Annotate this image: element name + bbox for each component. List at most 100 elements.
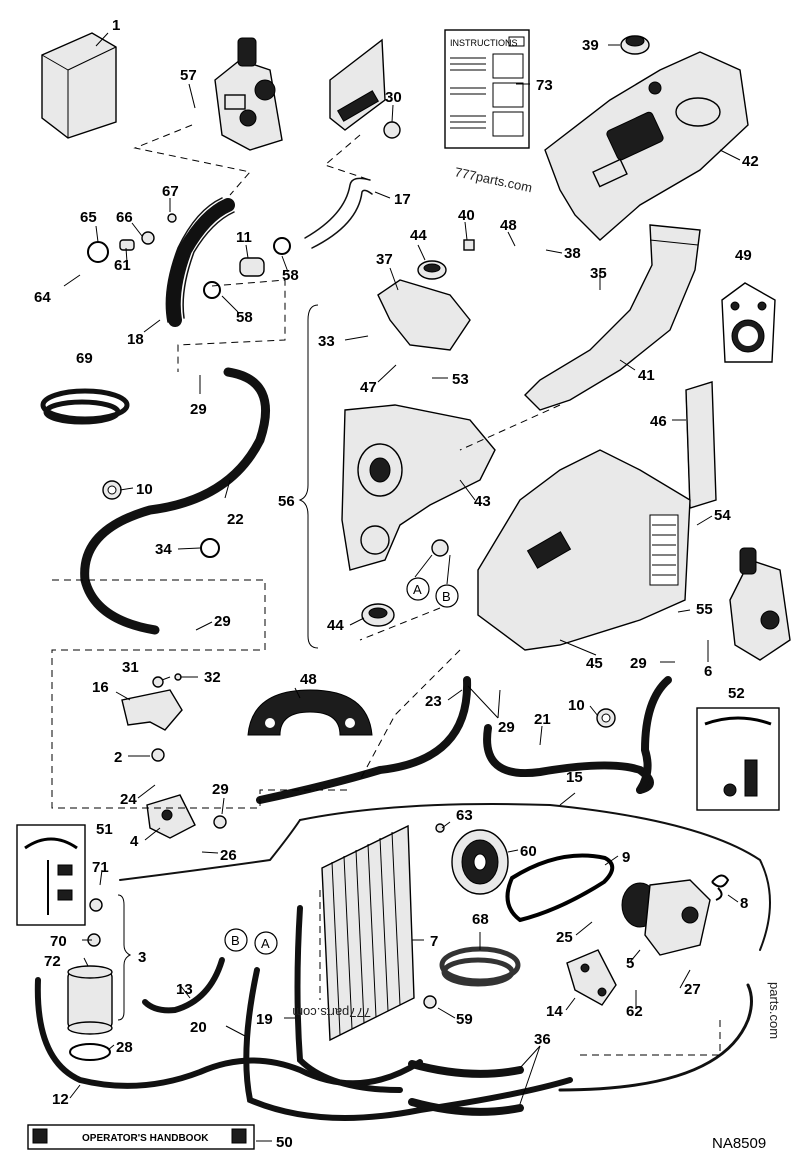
handbook-label: OPERATOR'S HANDBOOK [82, 1133, 209, 1144]
callout-61: 61 [114, 257, 131, 274]
part-console-panel [544, 51, 749, 241]
ref-a-upper: A [413, 582, 422, 597]
part-belt [505, 853, 615, 923]
callout-68: 68 [472, 911, 489, 928]
callout-44-upper: 44 [410, 227, 427, 244]
callout-48-decal: 48 [300, 671, 317, 688]
callout-48-upper: 48 [500, 217, 517, 234]
callout-9: 9 [622, 849, 630, 866]
callout-17: 17 [394, 191, 411, 208]
callout-67: 67 [162, 183, 179, 200]
callout-29-c: 29 [212, 781, 229, 798]
callout-62: 62 [626, 1003, 643, 1020]
part-heater-valve-right [729, 547, 791, 661]
part-hose-coil-69 [40, 388, 130, 425]
callout-29-d: 29 [498, 719, 515, 736]
decal-51 [16, 824, 86, 926]
callout-8: 8 [740, 895, 748, 912]
callout-27: 27 [684, 981, 701, 998]
callout-2: 2 [114, 749, 122, 766]
decal-52 [696, 707, 780, 811]
instructions-sheet: INSTRUCTIONS [444, 29, 530, 149]
part-hose-coil-68 [439, 946, 521, 987]
callout-6: 6 [704, 663, 712, 680]
callout-65: 65 [80, 209, 97, 226]
callout-35: 35 [590, 265, 607, 282]
operators-handbook: OPERATOR'S HANDBOOK [27, 1124, 255, 1150]
callout-12: 12 [52, 1091, 69, 1108]
callout-58-upper: 58 [282, 267, 299, 284]
instructions-title: INSTRUCTIONS [450, 38, 518, 48]
part-bracket [121, 689, 183, 731]
callout-64: 64 [34, 289, 51, 306]
callout-21: 21 [534, 711, 551, 728]
ref-a-lower: A [261, 936, 270, 951]
callout-66: 66 [116, 209, 133, 226]
callout-7: 7 [430, 933, 438, 950]
leader-lines [63, 32, 741, 1142]
callout-51: 51 [96, 821, 113, 838]
part-box [41, 32, 117, 139]
callout-32: 32 [204, 669, 221, 686]
callout-38: 38 [564, 245, 581, 262]
callout-29-a: 29 [190, 401, 207, 418]
callout-4: 4 [130, 833, 139, 850]
callout-22: 22 [227, 511, 244, 528]
callout-73: 73 [536, 77, 553, 94]
dashed-guides [51, 124, 721, 1056]
callout-3: 3 [138, 949, 146, 966]
callout-59: 59 [456, 1011, 473, 1028]
hoses [34, 177, 771, 1121]
ref-b-lower: B [231, 933, 240, 948]
part-clip [711, 874, 730, 901]
callout-5: 5 [626, 955, 634, 972]
part-vent-grille [329, 38, 401, 139]
callout-46: 46 [650, 413, 667, 430]
callout-71: 71 [92, 859, 109, 876]
callout-20: 20 [190, 1019, 207, 1036]
callout-25: 25 [556, 929, 573, 946]
callout-58-lower: 58 [236, 309, 253, 326]
callout-53: 53 [452, 371, 469, 388]
part-bracket-14 [566, 949, 617, 1006]
callout-40: 40 [458, 207, 475, 224]
callout-60: 60 [520, 843, 537, 860]
reference-markers: A B B A [224, 577, 459, 955]
part-housing [477, 449, 691, 651]
callout-13: 13 [176, 981, 193, 998]
part-heater-valve-top [214, 37, 283, 151]
callout-49: 49 [735, 247, 752, 264]
callout-52: 52 [728, 685, 745, 702]
callout-31: 31 [122, 659, 139, 676]
callout-29-b: 29 [214, 613, 231, 630]
watermark-2: 777parts.com [292, 1005, 371, 1020]
callout-72: 72 [44, 953, 61, 970]
part-ring-44 [361, 260, 447, 627]
callout-18: 18 [127, 331, 144, 348]
callout-45: 45 [586, 655, 603, 672]
callout-70: 70 [50, 933, 67, 950]
part-pulley [451, 829, 509, 895]
callout-63: 63 [456, 807, 473, 824]
group-brace-56 [298, 304, 319, 649]
part-blower-housing [341, 279, 496, 571]
callout-15: 15 [566, 769, 583, 786]
part-condenser [321, 824, 415, 1042]
callout-44-lower: 44 [327, 617, 344, 634]
decal-48 [247, 689, 373, 736]
part-receiver-drier [67, 965, 113, 1061]
callout-11: 11 [236, 229, 252, 246]
ref-b-upper: B [442, 589, 451, 604]
callout-39: 39 [582, 37, 599, 54]
callout-55: 55 [696, 601, 713, 618]
callout-19: 19 [256, 1011, 273, 1028]
part-valve-4 [146, 794, 196, 839]
callout-1: 1 [112, 17, 120, 34]
part-air-duct [524, 224, 701, 411]
group-brace-3 [117, 894, 132, 1021]
part-foam-block [685, 381, 717, 509]
callout-43: 43 [474, 493, 491, 510]
callout-42: 42 [742, 153, 759, 170]
callout-10-upper: 10 [136, 481, 153, 498]
